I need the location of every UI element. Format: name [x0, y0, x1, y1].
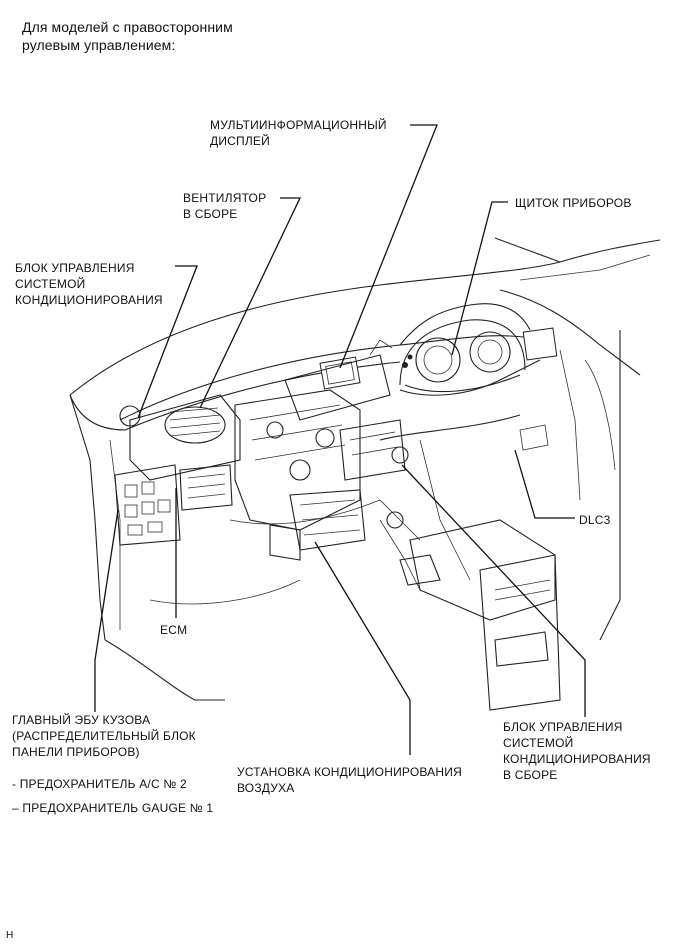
multi-display-drawing	[284, 327, 558, 421]
label-line: – ПРЕДОХРАНИТЕЛЬ GAUGE № 1	[12, 801, 214, 815]
label-ecm: ECM	[160, 622, 187, 638]
label-line: (РАСПРЕДЕЛИТЕЛЬНЫЙ БЛОК	[12, 729, 196, 743]
header-line-1: Для моделей с правосторонним	[22, 19, 233, 35]
leader-dlc3	[514, 449, 575, 519]
label-ac-control-right: БЛОК УПРАВЛЕНИЯ СИСТЕМОЙ КОНДИЦИОНИРОВАН…	[503, 719, 651, 783]
label-line: ВОЗДУХА	[237, 781, 295, 795]
label-fuse-gauge: – ПРЕДОХРАНИТЕЛЬ GAUGE № 1	[12, 800, 213, 816]
leader-fan	[199, 197, 302, 409]
label-line: КОНДИЦИОНИРОВАНИЯ	[503, 752, 651, 766]
label-line: ECM	[160, 623, 188, 637]
label-line: БЛОК УПРАВЛЕНИЯ	[15, 261, 135, 275]
leader-multi-display	[339, 124, 438, 369]
leader-lines	[94, 124, 586, 755]
label-ac-control-left: БЛОК УПРАВЛЕНИЯ СИСТЕМОЙ КОНДИЦИОНИРОВАН…	[15, 260, 163, 308]
label-line: УСТАНОВКА КОНДИЦИОНИРОВАНИЯ	[237, 765, 462, 779]
label-line: - ПРЕДОХРАНИТЕЛЬ A/C № 2	[12, 777, 187, 791]
header-note: Для моделей с правосторонним рулевым упр…	[22, 18, 233, 54]
label-line: СИСТЕМОЙ	[15, 277, 86, 291]
label-fuse-ac: - ПРЕДОХРАНИТЕЛЬ A/C № 2	[12, 776, 187, 792]
leader-ac-control-right	[401, 464, 586, 717]
footer-mark: H	[6, 930, 14, 941]
label-line: ВЕНТИЛЯТОР	[183, 191, 267, 205]
label-line: КОНДИЦИОНИРОВАНИЯ	[15, 293, 163, 307]
label-dlc3: DLC3	[579, 512, 610, 528]
leader-meter	[451, 201, 508, 356]
meter-cluster-drawing	[399, 319, 526, 393]
label-combination-meter: ЩИТОК ПРИБОРОВ	[515, 195, 632, 211]
label-line: МУЛЬТИИНФОРМАЦИОННЫЙ	[210, 118, 387, 132]
label-line: В СБОРЕ	[503, 768, 558, 782]
label-main-body-ecu: ГЛАВНЫЙ ЭБУ КУЗОВА (РАСПРЕДЕЛИТЕЛЬНЫЙ БЛ…	[12, 712, 196, 760]
label-line: СИСТЕМОЙ	[503, 736, 574, 750]
label-air-conditioning-unit: УСТАНОВКА КОНДИЦИОНИРОВАНИЯ ВОЗДУХА	[237, 764, 462, 796]
blower-drawing	[119, 394, 241, 511]
label-line: DLC3	[579, 513, 611, 527]
leader-ac-unit	[314, 541, 411, 755]
label-line: БЛОК УПРАВЛЕНИЯ	[503, 720, 623, 734]
center-console-drawing	[379, 424, 561, 711]
label-line: ГЛАВНЫЙ ЭБУ КУЗОВА	[12, 713, 151, 727]
label-line: В СБОРЕ	[183, 207, 238, 221]
label-line: ЩИТОК ПРИБОРОВ	[515, 196, 632, 210]
air-conditioning-unit-drawing	[234, 389, 409, 561]
dashboard	[119, 303, 541, 605]
leader-ac-control-left	[137, 265, 198, 419]
leader-main-body-ecu	[94, 509, 119, 712]
label-line: ДИСПЛЕЙ	[210, 134, 270, 148]
label-multi-display: МУЛЬТИИНФОРМАЦИОННЫЙ ДИСПЛЕЙ	[210, 117, 387, 149]
label-fan-assembly: ВЕНТИЛЯТОР В СБОРЕ	[183, 190, 266, 222]
vehicle-body-outline	[69, 237, 661, 701]
header-line-2: рулевым управлением:	[22, 37, 176, 53]
junction-block-drawing	[114, 464, 181, 546]
label-line: ПАНЕЛИ ПРИБОРОВ)	[12, 745, 140, 759]
